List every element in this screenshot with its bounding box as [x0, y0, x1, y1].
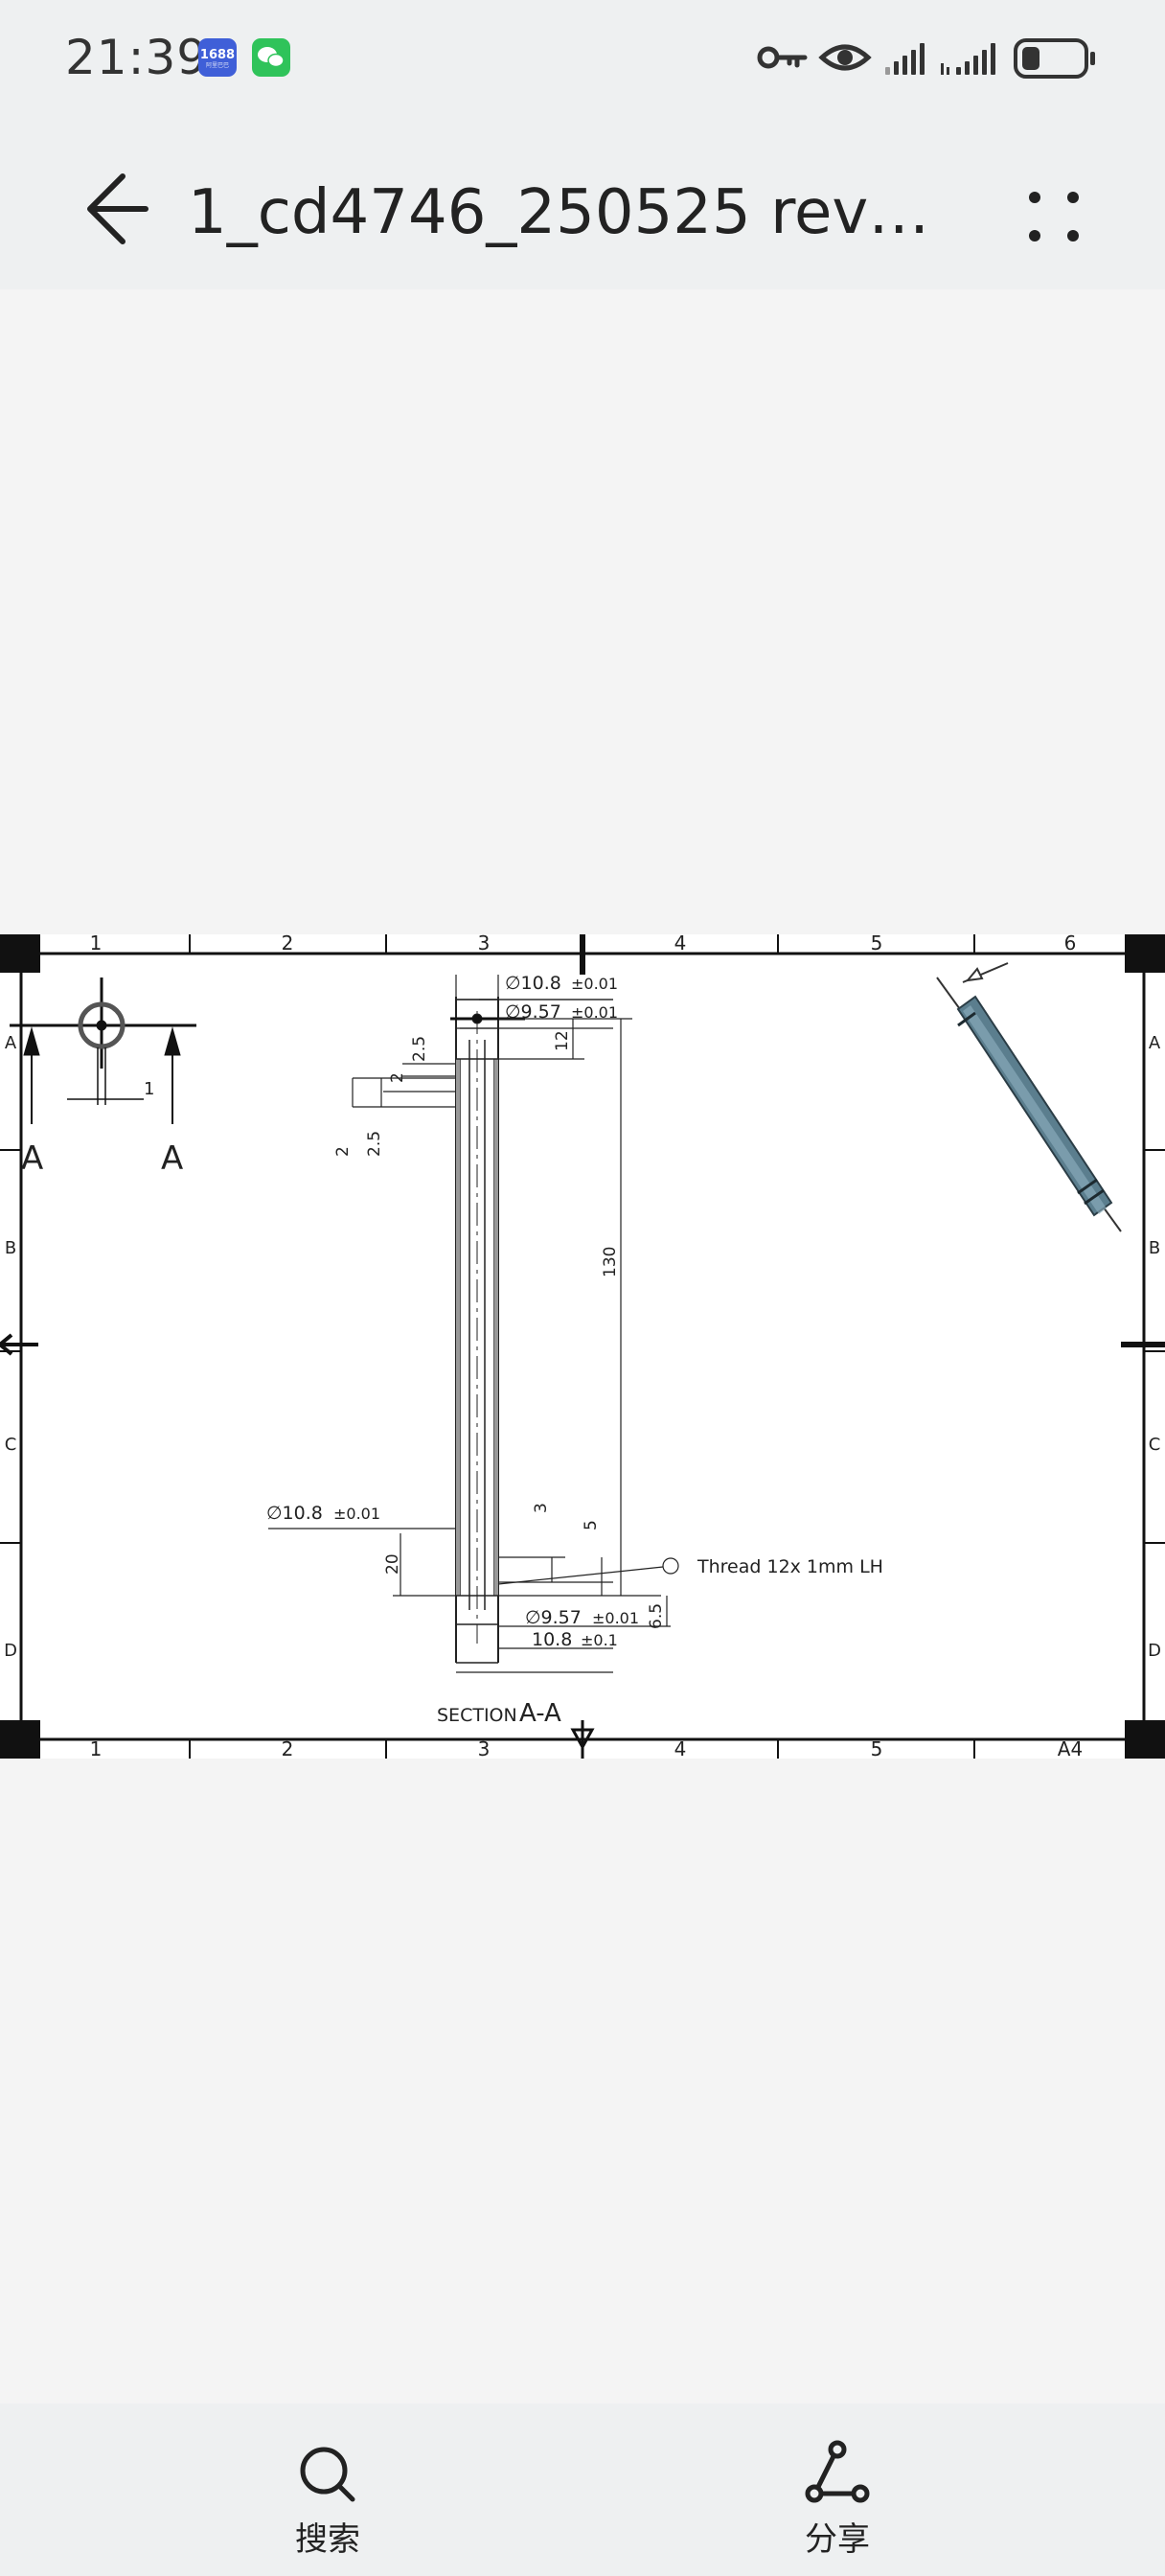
dimension-label: 130	[601, 1247, 620, 1277]
app-1688-sublabel: 阿里巴巴	[205, 62, 229, 69]
status-indicators	[753, 29, 1127, 86]
dimension-tolerance: ±0.01	[333, 1505, 380, 1523]
corner-mark	[1125, 934, 1165, 973]
corner-mark	[0, 1720, 40, 1759]
zone-label: 1	[90, 934, 103, 954]
end-view	[10, 978, 196, 1124]
app-1688-icon: 1688 阿里巴巴	[198, 38, 237, 77]
search-button[interactable]: 搜索	[232, 2436, 423, 2561]
status-time: 21:39	[65, 30, 209, 85]
zone-label: B	[1149, 1238, 1160, 1258]
dimension-tolerance: ±0.01	[571, 975, 618, 993]
dimension-label: 2.5	[410, 1036, 429, 1062]
section-marker: A	[21, 1139, 43, 1178]
thread-note: Thread 12x 1mm LH	[697, 1556, 883, 1577]
bottom-toolbar: 搜索 分享	[0, 2404, 1165, 2576]
zone-label: 3	[478, 1737, 491, 1759]
center-mark	[1121, 1342, 1165, 1347]
section-marker: A	[161, 1139, 183, 1178]
status-bar: 21:39 1688 阿里巴巴	[0, 0, 1165, 115]
zone-label: C	[5, 1435, 17, 1455]
zone-label: A	[5, 1033, 17, 1053]
zone-label: 6	[1064, 934, 1077, 954]
zone-label: A4	[1058, 1737, 1083, 1759]
drawing-sheet[interactable]: 1 2 3 4 5 6 1 2 3 4 5 A4 A B C D A B C D…	[0, 932, 1165, 1760]
signal-icon	[885, 43, 925, 75]
zone-label: 4	[674, 934, 687, 954]
dimension-label: 6.5	[647, 1603, 666, 1629]
dimension-lines	[268, 975, 679, 1673]
zone-label: 2	[282, 1737, 294, 1759]
dimension-tolerance: ±0.01	[571, 1003, 618, 1022]
zone-label: 2	[282, 934, 294, 954]
dimension-label: 1	[144, 1079, 154, 1099]
more-vertical-icon	[1029, 192, 1079, 242]
more-button[interactable]	[1016, 172, 1092, 259]
dimension-label: 10.8	[532, 1629, 572, 1650]
section-title-name: A-A	[519, 1699, 561, 1728]
search-label: 搜索	[295, 2520, 360, 2559]
corner-mark	[0, 934, 40, 973]
signal-icon	[941, 43, 995, 75]
corner-mark	[1125, 1720, 1165, 1759]
page-title: 1_cd4746_250525 revis…	[188, 177, 935, 248]
dimension-label: ∅10.8	[505, 973, 561, 994]
share-button[interactable]: 分享	[742, 2436, 933, 2561]
center-mark	[0, 1333, 38, 1356]
key-icon	[757, 46, 808, 69]
app-1688-label: 1688	[199, 48, 236, 62]
back-button[interactable]	[67, 169, 153, 255]
share-icon	[805, 2440, 870, 2503]
zone-label: 5	[871, 934, 883, 954]
section-title-prefix: SECTION	[437, 1705, 517, 1726]
zone-label: D	[1148, 1641, 1161, 1661]
dimension-label: 3	[532, 1503, 551, 1513]
zone-label: B	[5, 1238, 16, 1258]
dimension-label: ∅9.57	[505, 1001, 561, 1023]
zone-label: D	[4, 1641, 17, 1661]
search-icon	[300, 2447, 355, 2502]
dimension-label: 2	[333, 1146, 353, 1157]
dimension-label: 20	[383, 1553, 402, 1575]
zone-label: 1	[90, 1737, 103, 1759]
dimension-label: 2.5	[365, 1131, 384, 1157]
arrow-left-icon	[87, 173, 148, 244]
center-mark	[580, 934, 585, 975]
dimension-tolerance: ±0.1	[581, 1631, 618, 1649]
dimension-label: ∅10.8	[266, 1503, 323, 1524]
zone-label: 3	[478, 934, 491, 954]
dimension-label: 5	[582, 1520, 601, 1530]
dimension-label: 12	[553, 1030, 572, 1051]
dimension-label: 2	[388, 1072, 407, 1083]
share-label: 分享	[805, 2520, 870, 2559]
zone-label: C	[1149, 1435, 1161, 1455]
dimension-label: ∅9.57	[525, 1607, 582, 1628]
wechat-icon	[252, 38, 290, 77]
isometric-view	[936, 962, 1122, 1232]
app-header: 1_cd4746_250525 revis…	[0, 115, 1165, 289]
zone-label: 5	[871, 1737, 883, 1759]
battery-icon	[1014, 38, 1095, 79]
section-view	[450, 997, 525, 1664]
eye-icon	[818, 44, 872, 71]
zone-label: A	[1149, 1033, 1161, 1053]
zone-label: 4	[674, 1737, 687, 1759]
center-mark	[570, 1720, 595, 1759]
dimension-tolerance: ±0.01	[592, 1609, 639, 1627]
